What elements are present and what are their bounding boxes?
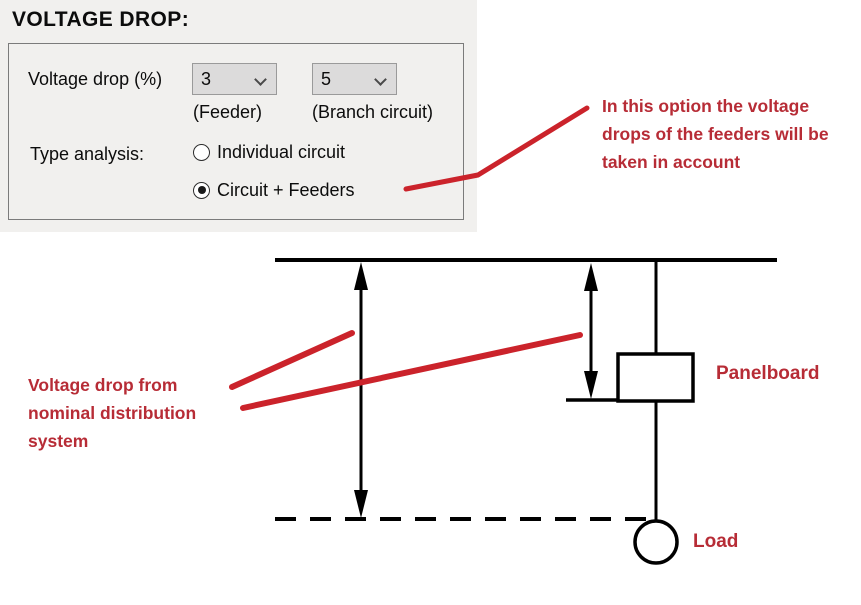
radio-circuit-plus-feeders[interactable]: Circuit + Feeders: [193, 180, 355, 200]
radio-button-selected[interactable]: [193, 181, 210, 199]
feeder-caption: (Feeder): [193, 102, 263, 122]
radio-individual-circuit[interactable]: Individual circuit: [193, 142, 345, 162]
type-analysis-label: Type analysis:: [30, 144, 145, 164]
load-label: Load: [693, 531, 739, 552]
radio-button-unselected[interactable]: [193, 143, 210, 161]
annotation-option-note: In this option the voltage drops of the …: [602, 96, 829, 172]
panelboard-symbol: [616, 352, 695, 403]
panelboard-label: Panelboard: [716, 363, 820, 384]
chevron-down-icon: [254, 73, 267, 86]
radio-dot: [197, 186, 206, 194]
radio-circuit-plus-feeders-label[interactable]: Circuit + Feeders: [217, 179, 355, 200]
leader-line-short-arrow: [240, 332, 583, 411]
branch-voltage-drop-select[interactable]: 5: [312, 63, 397, 95]
short-voltage-drop-arrow: [584, 263, 598, 399]
feeder-voltage-drop-select[interactable]: 3: [192, 63, 277, 95]
chevron-down-icon: [374, 73, 387, 86]
leader-line-long-arrow: [229, 330, 355, 390]
branch-circuit-caption: (Branch circuit): [312, 102, 434, 122]
feeder-voltage-drop-value: 3: [201, 68, 212, 89]
load-symbol: [633, 519, 679, 565]
branch-voltage-drop-value: 5: [321, 68, 332, 89]
panel-title: VOLTAGE DROP:: [12, 8, 190, 31]
radio-individual-circuit-label[interactable]: Individual circuit: [217, 141, 346, 162]
voltage-drop-label: Voltage drop (%): [28, 69, 163, 89]
long-voltage-drop-arrow: [354, 262, 368, 518]
voltage-drop-panel: VOLTAGE DROP: Voltage drop (%) 3 5 (Feed…: [0, 0, 477, 232]
annotation-voltage-drop-note: Voltage drop from nominal distribution s…: [28, 375, 197, 451]
